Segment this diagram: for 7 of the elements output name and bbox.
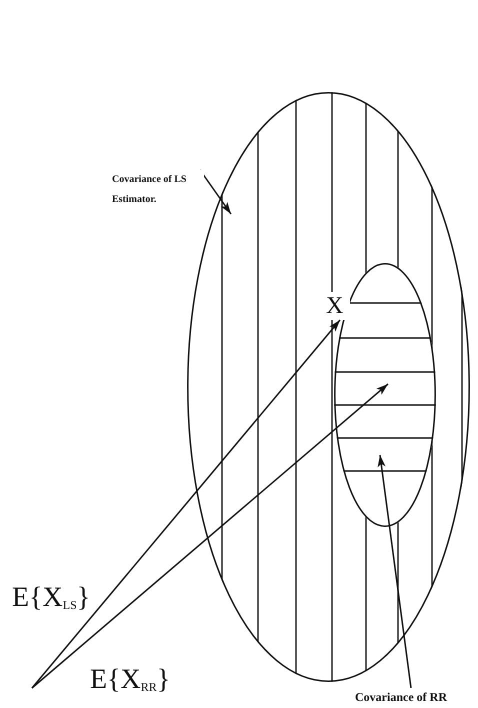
arrow (31, 320, 341, 688)
arrow (378, 454, 412, 688)
text-label: X (326, 292, 350, 320)
arrow (32, 383, 388, 689)
edge-label: E{X$_{LS}$} (12, 582, 90, 614)
large-hatched-ellipse (187, 92, 470, 682)
edge-label: E{X$_{RR}$} (90, 664, 170, 696)
